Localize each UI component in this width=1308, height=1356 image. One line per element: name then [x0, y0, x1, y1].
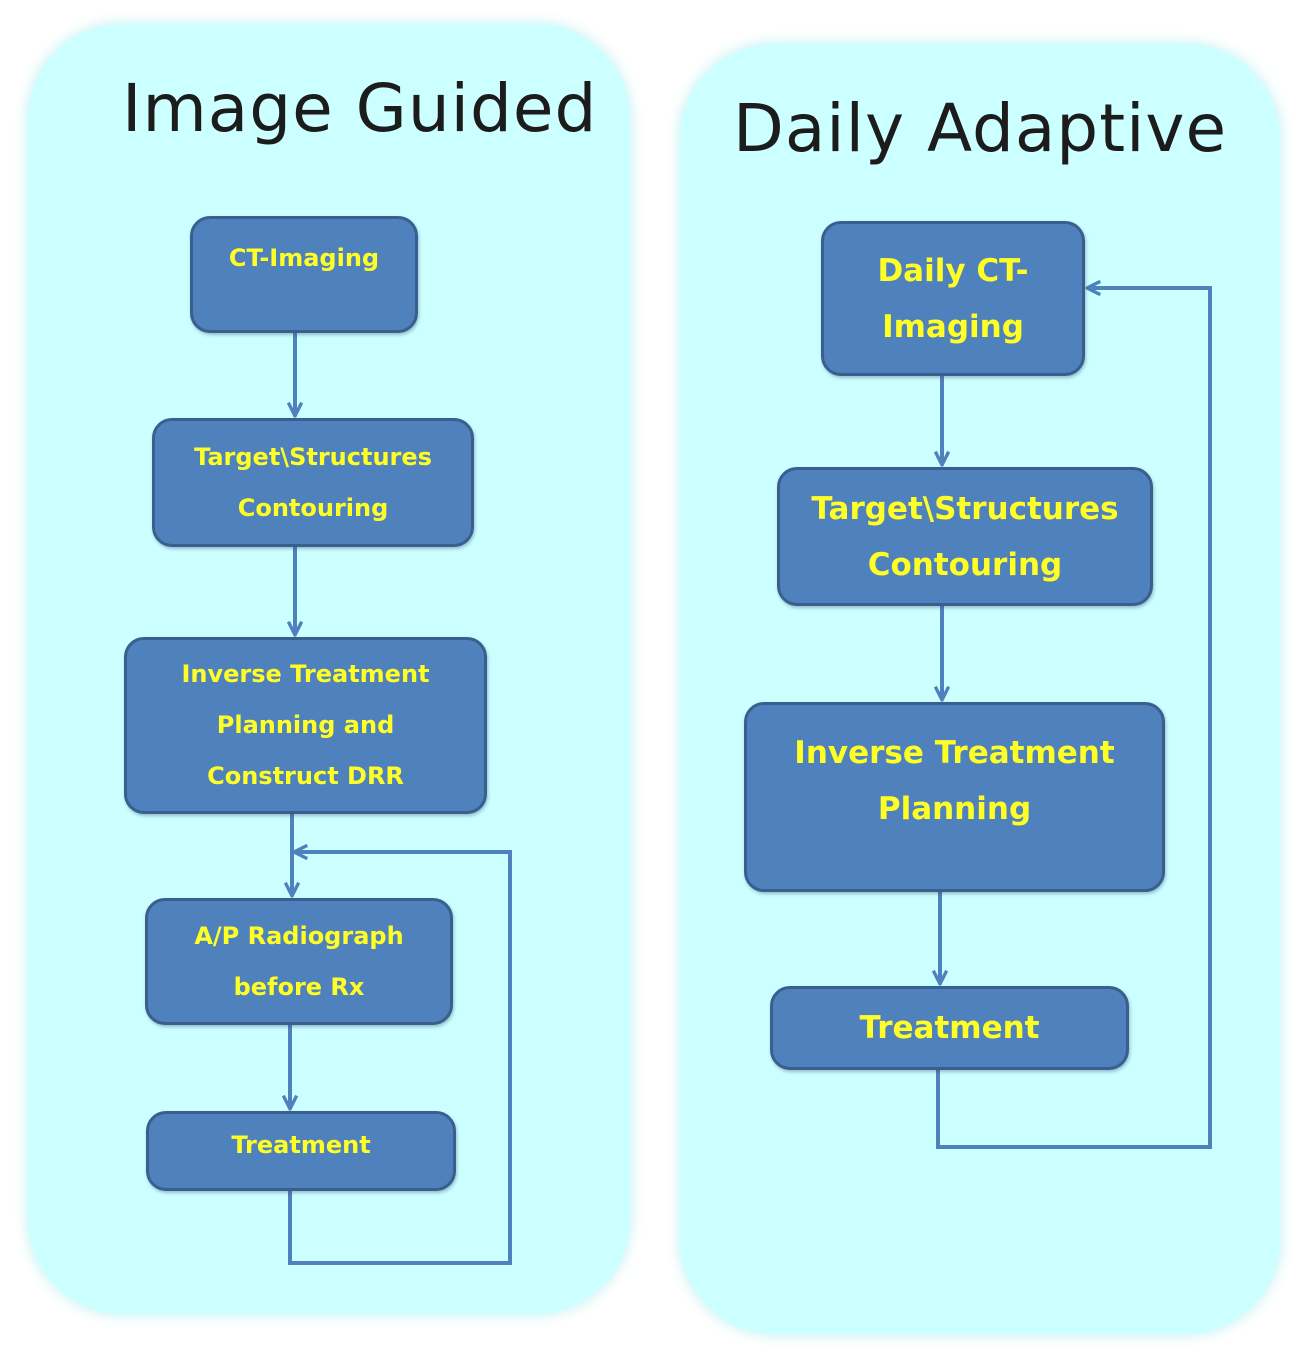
image-guided-title: Image Guided [122, 70, 598, 147]
step-inverse-planning-daily: Inverse Treatment Planning [744, 702, 1165, 892]
step-label: before Rx [233, 972, 365, 1001]
step-label: Construct DRR [207, 762, 404, 790]
step-target-contouring-daily: Target\Structures Contouring [777, 467, 1153, 606]
step-label: Daily CT- [877, 252, 1029, 289]
step-inverse-planning-drr: Inverse Treatment Planning and Construct… [124, 637, 487, 814]
loop-treatment-to-daily-ct [936, 288, 1212, 1149]
step-label: CT-Imaging [228, 244, 380, 272]
step-target-contouring: Target\Structures Contouring [152, 418, 474, 547]
step-treatment-daily: Treatment [770, 986, 1129, 1070]
step-daily-ct-imaging: Daily CT- Imaging [821, 221, 1085, 376]
step-label: Contouring [867, 546, 1063, 583]
step-label: Inverse Treatment [181, 660, 430, 688]
step-label: Planning [877, 791, 1032, 827]
step-label: Planning and [216, 711, 395, 739]
step-label: Treatment [231, 1131, 371, 1159]
step-treatment: Treatment [146, 1111, 456, 1191]
step-label: Treatment [859, 1010, 1040, 1046]
step-ct-imaging: CT-Imaging [190, 216, 418, 333]
step-label: A/P Radiograph [194, 921, 404, 950]
step-ap-radiograph: A/P Radiograph before Rx [145, 898, 453, 1025]
step-label: Contouring [237, 493, 389, 522]
step-label: Imaging [882, 308, 1024, 345]
loop-treatment-to-radiograph [288, 852, 512, 1265]
step-label: Inverse Treatment [794, 735, 1115, 771]
step-label: Target\Structures [194, 442, 432, 471]
daily-adaptive-title: Daily Adaptive [733, 90, 1228, 167]
step-label: Target\Structures [811, 490, 1119, 527]
